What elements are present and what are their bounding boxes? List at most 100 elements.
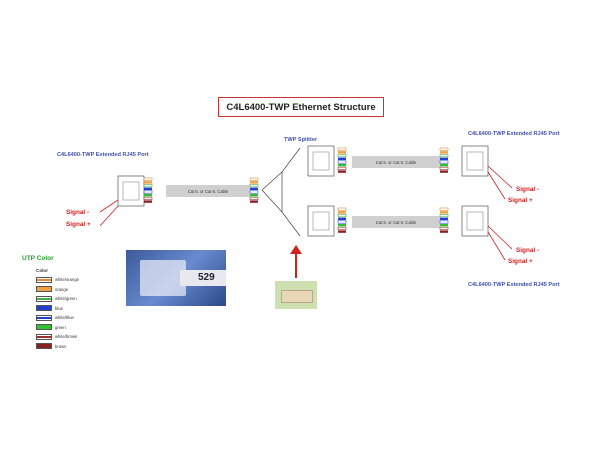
left-jack-wire	[144, 187, 152, 190]
left-jack-wire	[144, 200, 152, 203]
splitter-in-wire	[250, 200, 258, 203]
splitter-bottom-wire	[337, 220, 347, 224]
splitter-bottom-wire	[337, 214, 347, 218]
legend-item: blue	[36, 304, 79, 314]
splitter-in-wire	[249, 177, 259, 181]
color-swatch	[36, 324, 52, 331]
right-bottom-in-wire	[439, 214, 449, 218]
legend-item: white/orange	[36, 275, 79, 285]
color-swatch	[36, 343, 52, 350]
legend-label: white/orange	[55, 277, 79, 283]
right-top-in-wire	[440, 170, 448, 173]
splitter-adapter	[281, 290, 313, 303]
right-top-in-wire	[439, 166, 449, 170]
splitter-in-wire	[249, 184, 259, 188]
legend-item: orange	[36, 285, 79, 295]
right-top-in-wire	[440, 157, 448, 160]
splitter-in-wire	[249, 196, 259, 200]
legend-label: orange	[55, 286, 69, 292]
splitter-top-wire	[338, 170, 346, 173]
right-bottom-in-wire	[440, 217, 448, 220]
splitter-in-wire	[250, 194, 258, 197]
legend-item: white/green	[36, 294, 79, 304]
legend-item: white/brown	[36, 332, 79, 342]
left-signal-leads	[99, 199, 119, 227]
right-bottom-in-wire	[440, 211, 448, 214]
right-top-port-label: C4L6400-TWP Extended RJ45 Port	[468, 131, 560, 137]
right-bottom-in-wire	[440, 224, 448, 227]
right-bottom-signal-leads	[487, 225, 513, 261]
splitter-bottom-wire	[337, 207, 347, 211]
right-top-in-wire	[439, 160, 449, 164]
right-top-in-wire	[439, 147, 449, 151]
right-bottom-signal-plus: Signal +	[508, 258, 533, 265]
right-top-signal-leads	[487, 165, 513, 200]
legend-item: brown	[36, 342, 79, 352]
right-top-signal-plus: Signal +	[508, 197, 533, 204]
arrow-head	[290, 245, 302, 254]
splitter-in-wire	[249, 190, 259, 194]
splitter-top-wire	[338, 151, 346, 154]
left-jack-wire	[143, 184, 153, 188]
splitter-photo	[275, 281, 317, 309]
legend-label: white/green	[55, 296, 77, 302]
right-top-cable: Cat 5. or Cat 6. Cable	[352, 156, 440, 168]
legend-header: Color	[36, 268, 48, 273]
splitter-top-wire	[337, 154, 347, 158]
right-bottom-in-wire	[439, 220, 449, 224]
left-cable: Cat 5. or Cat 6. Cable	[166, 185, 250, 197]
rj45-photo: 529	[126, 250, 226, 306]
splitter-bottom-jack-inner	[312, 211, 330, 231]
splitter-top-wire	[338, 157, 346, 160]
right-bottom-signal-minus: Signal -	[516, 247, 540, 254]
legend-item: green	[36, 323, 79, 333]
right-top-rj45-jack	[461, 145, 489, 177]
legend-item: white/blue	[36, 313, 79, 323]
left-port-label: C4L6400-TWP Extended RJ45 Port	[57, 152, 149, 158]
right-top-in-wire	[439, 154, 449, 158]
splitter-bottom-wire	[338, 217, 346, 220]
splitter-top-wire	[338, 164, 346, 167]
legend-label: brown	[55, 343, 67, 349]
left-signal-plus: Signal +	[66, 221, 91, 228]
left-rj45-jack-inner	[122, 181, 140, 201]
splitter-top-jack-inner	[312, 151, 330, 171]
cable-sheath	[180, 270, 226, 286]
color-swatch	[36, 305, 52, 312]
splitter-bottom-wire	[338, 224, 346, 227]
legend-label: green	[55, 324, 66, 330]
splitter-top-wire	[337, 160, 347, 164]
right-bottom-rj45-jack-inner	[466, 211, 484, 231]
legend-label: blue	[55, 305, 63, 311]
right-bottom-in-wire	[440, 230, 448, 233]
color-swatch	[36, 314, 52, 321]
color-legend: white/orange orange white/green blue white/b…	[36, 275, 79, 351]
color-swatch	[36, 333, 52, 340]
right-top-signal-minus: Signal -	[516, 186, 540, 193]
splitter-in-wire	[250, 181, 258, 184]
splitter-in-wire	[250, 187, 258, 190]
splitter-top-jack	[307, 145, 335, 177]
color-swatch	[36, 286, 52, 293]
right-top-in-wire	[440, 164, 448, 167]
splitter-branches	[281, 147, 301, 237]
legend-label: white/blue	[55, 315, 74, 321]
right-bottom-cable: Cat 5. or Cat 6. Cable	[352, 216, 440, 228]
legend-label: white/brown	[55, 334, 78, 340]
splitter-bottom-wire	[338, 230, 346, 233]
left-jack-wire	[144, 181, 152, 184]
diagram-title: C4L6400-TWP Ethernet Structure	[218, 97, 384, 117]
right-top-rj45-jack-inner	[466, 151, 484, 171]
splitter-bottom-jack	[307, 205, 335, 237]
rj45-plug	[140, 260, 186, 296]
legend-title: UTP Color	[22, 255, 54, 262]
splitter-top-wire	[337, 147, 347, 151]
right-top-in-wire	[440, 151, 448, 154]
right-bottom-port-label: C4L6400-TWP Extended RJ45 Port	[468, 282, 560, 288]
left-jack-wire	[143, 190, 153, 194]
color-swatch	[36, 295, 52, 302]
splitter-label: TWP Splitter	[284, 137, 318, 143]
color-swatch	[36, 276, 52, 283]
splitter-body	[261, 171, 283, 213]
right-bottom-in-wire	[439, 207, 449, 211]
